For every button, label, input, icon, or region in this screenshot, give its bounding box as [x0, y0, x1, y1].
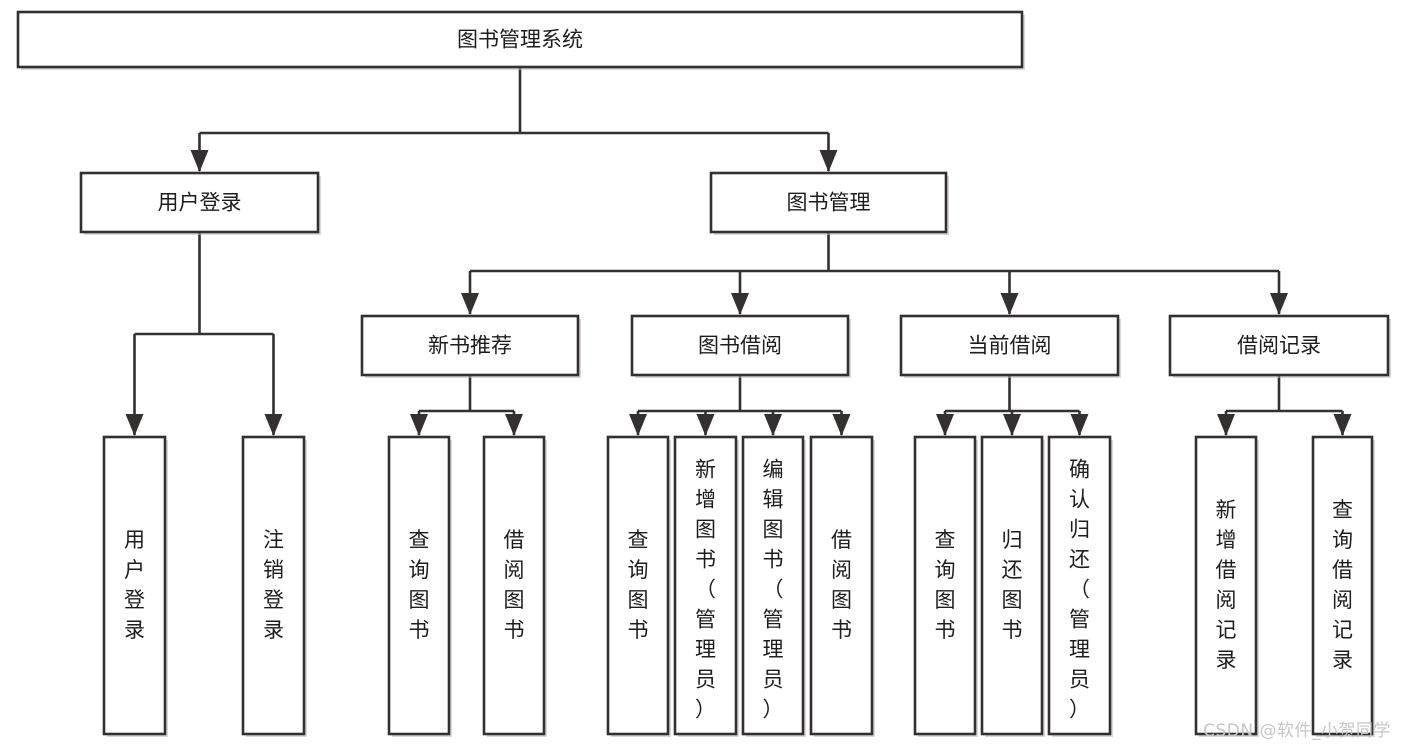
- node-box: [102, 435, 167, 736]
- node-box: [741, 435, 805, 736]
- arrow-head: [410, 414, 428, 436]
- arrow-head: [764, 414, 782, 436]
- node-box: [360, 314, 580, 377]
- node-box: [387, 435, 451, 736]
- node-label: 借阅图书: [831, 528, 852, 642]
- node-root[interactable]: 图书管理系统: [16, 10, 1025, 70]
- node-leaf-logout[interactable]: 注销登录: [241, 435, 307, 737]
- arrow-head: [1003, 414, 1021, 436]
- node-box: [241, 435, 306, 736]
- arrow-head: [936, 414, 954, 436]
- arrow-head: [731, 293, 749, 315]
- node-box: [709, 171, 948, 234]
- node-label: 查询图书: [628, 528, 649, 642]
- node-box: [913, 435, 977, 736]
- node-leaf-query-book[interactable]: 查询图书: [606, 435, 671, 737]
- arrow-head: [1070, 414, 1089, 436]
- node-label: 图书管理系统: [457, 28, 583, 52]
- node-box: [673, 435, 738, 736]
- node-label: 新增图书（管理员）: [695, 458, 716, 722]
- node-leaf-return-book[interactable]: 归还图书: [980, 435, 1045, 737]
- node-book-management[interactable]: 图书管理: [709, 171, 949, 235]
- node-label: 新增借阅记录: [1216, 498, 1237, 672]
- node-label: 借阅图书: [504, 528, 525, 642]
- node-box: [630, 314, 850, 377]
- arrow-head: [832, 414, 851, 436]
- connector-layer: [125, 67, 1352, 436]
- csdn-watermark: CSDN @软件_小贺同学: [1203, 721, 1391, 741]
- node-leaf-add-book-admin[interactable]: 新增图书（管理员）: [673, 435, 739, 737]
- arrow-head: [505, 414, 523, 436]
- node-label: 编辑图书（管理员）: [763, 458, 784, 722]
- arrow-head: [125, 414, 144, 436]
- node-borrow-record[interactable]: 借阅记录: [1168, 314, 1391, 378]
- node-leaf-edit-book-admin[interactable]: 编辑图书（管理员）: [741, 435, 806, 737]
- node-label: 查询借阅记录: [1332, 498, 1353, 672]
- arrow-head: [1333, 414, 1352, 436]
- arrow-head: [1000, 293, 1019, 315]
- node-box: [1194, 435, 1258, 736]
- node-box: [606, 435, 670, 736]
- node-label: 用户登录: [124, 528, 145, 642]
- arrow-head: [1270, 293, 1288, 315]
- node-leaf-query-book-new[interactable]: 查询图书: [387, 435, 452, 737]
- node-leaf-add-borrow-record[interactable]: 新增借阅记录: [1194, 435, 1259, 737]
- node-box: [482, 435, 546, 736]
- node-current-borrow[interactable]: 当前借阅: [899, 314, 1121, 378]
- node-box: [1311, 435, 1374, 736]
- node-box: [1168, 314, 1390, 377]
- node-user-login[interactable]: 用户登录: [79, 171, 321, 235]
- node-leaf-confirm-return-admin[interactable]: 确认归还（管理员）: [1047, 435, 1113, 737]
- node-label: 查询图书: [935, 528, 956, 642]
- node-label: 归还图书: [1002, 528, 1023, 642]
- node-label: 图书管理: [787, 191, 871, 215]
- node-label: 用户登录: [158, 191, 242, 215]
- node-box: [1047, 435, 1112, 736]
- node-leaf-query-book-current[interactable]: 查询图书: [913, 435, 978, 737]
- node-box: [809, 435, 874, 736]
- node-leaf-user-login[interactable]: 用户登录: [102, 435, 168, 737]
- node-leaf-borrow-book-new[interactable]: 借阅图书: [482, 435, 547, 737]
- node-label: 查询图书: [409, 528, 430, 642]
- node-label: 图书借阅: [698, 334, 782, 358]
- arrow-head: [190, 150, 209, 172]
- arrow-head: [264, 414, 283, 436]
- node-label: 借阅记录: [1237, 334, 1321, 358]
- node-leaf-query-borrow-record[interactable]: 查询借阅记录: [1311, 435, 1375, 737]
- node-box: [79, 171, 320, 234]
- node-box: [899, 314, 1120, 377]
- node-label: 当前借阅: [968, 334, 1052, 358]
- node-box: [980, 435, 1044, 736]
- node-layer: 图书管理系统用户登录图书管理新书推荐图书借阅当前借阅借阅记录用户登录注销登录查询…: [16, 10, 1391, 737]
- arrow-head: [819, 150, 838, 172]
- arrow-head: [629, 414, 647, 436]
- arrow-head: [461, 293, 479, 315]
- node-box: [16, 10, 1024, 69]
- node-new-book-recommend[interactable]: 新书推荐: [360, 314, 581, 378]
- node-book-borrow[interactable]: 图书借阅: [630, 314, 851, 378]
- arrow-head: [696, 414, 715, 436]
- node-label: 新书推荐: [428, 334, 512, 358]
- node-label: 注销登录: [263, 528, 284, 642]
- arrow-head: [1217, 414, 1235, 436]
- node-label: 确认归还（管理员）: [1069, 458, 1090, 722]
- node-leaf-borrow-book[interactable]: 借阅图书: [809, 435, 875, 737]
